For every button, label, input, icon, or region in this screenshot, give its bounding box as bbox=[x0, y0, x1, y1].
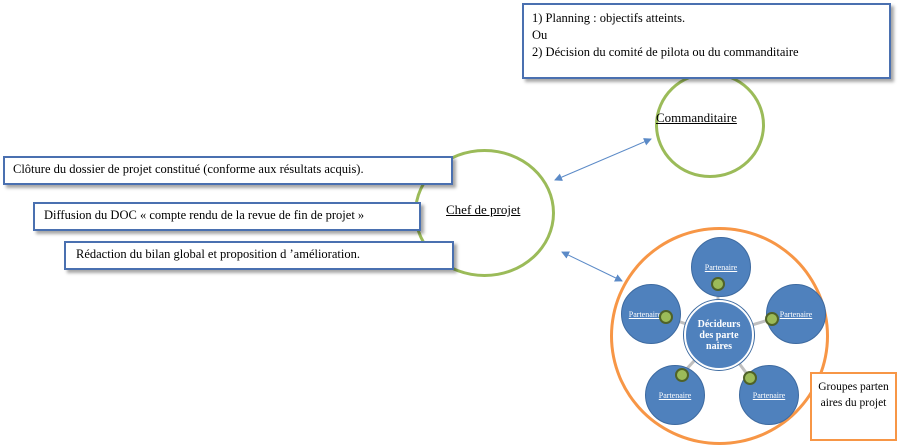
partner-bottom-left: Partenaire bbox=[645, 365, 705, 425]
groupes-partenaires-label: Groupes partenaires du projet bbox=[818, 381, 889, 409]
task-box-redaction: Rédaction du bilan global et proposition… bbox=[64, 241, 454, 270]
decideurs-label: Décideurs des partenaires bbox=[697, 318, 741, 352]
chef-de-projet-label: Chef de projet bbox=[446, 202, 521, 217]
commanditaire-label: Commanditaire bbox=[656, 110, 737, 125]
knob-top bbox=[711, 277, 725, 291]
decision-line-1: 1) Planning : objectifs atteints. bbox=[532, 11, 686, 25]
knob-left bbox=[659, 310, 673, 324]
knob-bottom-right bbox=[743, 371, 757, 385]
arrow-chef-commanditaire bbox=[554, 138, 652, 181]
task-cloture-text: Clôture du dossier de projet constitué (… bbox=[13, 162, 364, 176]
partner-left-label: Partenaire bbox=[628, 309, 662, 319]
partner-bottom-left-label: Partenaire bbox=[658, 390, 692, 400]
task-box-cloture: Clôture du dossier de projet constitué (… bbox=[3, 156, 453, 185]
partner-right-label: Partenaire bbox=[779, 309, 813, 319]
knob-right bbox=[765, 312, 779, 326]
knob-bottom-left bbox=[675, 368, 689, 382]
decision-line-2: Ou bbox=[532, 28, 548, 42]
task-redaction-text: Rédaction du bilan global et proposition… bbox=[76, 247, 360, 261]
decideurs-circle: Décideurs des partenaires bbox=[684, 300, 754, 370]
partner-right: Partenaire bbox=[766, 284, 826, 344]
task-box-diffusion: Diffusion du DOC « compte rendu de la re… bbox=[33, 202, 421, 231]
decision-line-3: 2) Décision du comité de pilota ou du co… bbox=[532, 45, 799, 59]
decision-box: 1) Planning : objectifs atteints. Ou 2) … bbox=[522, 3, 891, 79]
arrow-chef-partenaires bbox=[561, 251, 623, 282]
groupes-partenaires-box: Groupes partenaires du projet bbox=[810, 372, 897, 441]
partner-top-label: Partenaire bbox=[704, 262, 738, 272]
task-diffusion-text: Diffusion du DOC « compte rendu de la re… bbox=[44, 208, 365, 222]
partner-bottom-right-label: Partenaire bbox=[752, 390, 786, 400]
partner-left: Partenaire bbox=[621, 284, 681, 344]
